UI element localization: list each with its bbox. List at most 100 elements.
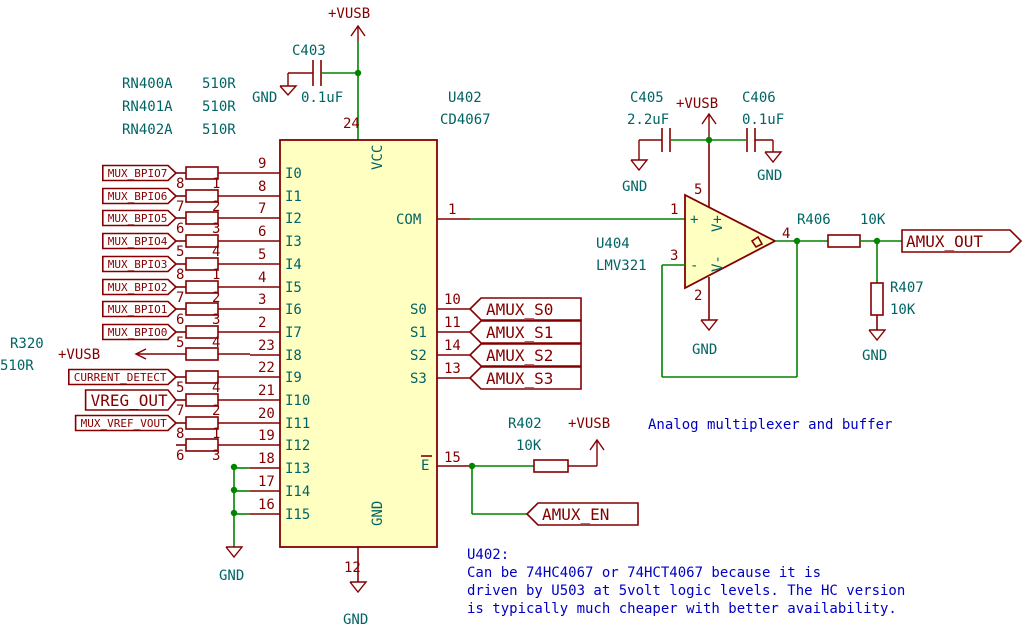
- select-net-label: AMUX_S2: [486, 346, 553, 365]
- rn-pin-left: 7: [176, 403, 184, 419]
- junction-dot: [230, 509, 238, 517]
- decoupling-caps: C405 2.2uF C406 0.1uF +VUSB GND GND: [622, 90, 784, 195]
- gnd-icon: [225, 546, 244, 559]
- rn-pin-right: 1: [212, 176, 220, 192]
- rn-pin-right: 2: [212, 199, 220, 215]
- mux-pin-name: I2: [285, 211, 302, 227]
- r407-value: 10K: [890, 302, 916, 318]
- mux-pin-number: 20: [258, 406, 275, 422]
- net-flag: [74, 414, 178, 432]
- net-label: MUX_VREF_VOUT: [81, 417, 167, 430]
- mux-pin-name: I12: [285, 438, 310, 454]
- u402-enable-label: E: [421, 458, 429, 474]
- u402-vcc-pin: 24: [343, 116, 360, 132]
- u402-body: [279, 139, 438, 548]
- mux-pin-name: I8: [285, 348, 302, 364]
- r402-ref: R402: [508, 416, 542, 432]
- rn-pin-left: 8: [176, 267, 184, 283]
- r320-value: 510R: [0, 358, 34, 374]
- mux-pin-number: 22: [258, 360, 275, 376]
- gnd-icon: [700, 319, 719, 332]
- opamp-ref: U404: [596, 236, 630, 252]
- gnd-icon: [349, 581, 368, 594]
- net-label: MUX_BPIO5: [108, 212, 168, 225]
- net-label: MUX_BPIO0: [108, 326, 168, 339]
- r320-ref: R320: [10, 336, 44, 352]
- vusb-arrow-icon: [350, 24, 366, 37]
- net-flag: [102, 209, 178, 227]
- opamp-vusb-label: +VUSB: [676, 96, 718, 112]
- u402-note-line: U402:: [467, 547, 509, 563]
- vusb-arrow-icon: [589, 438, 605, 451]
- opamp-in-plus-pin: 1: [670, 202, 678, 218]
- amux-out-label: AMUX_OUT: [906, 232, 983, 251]
- mux-pin-name: I10: [285, 393, 310, 409]
- net-flag: [102, 323, 178, 341]
- opamp-vplus-label: V+: [710, 215, 726, 232]
- u402-gnd-pin: 12: [344, 560, 361, 576]
- rn402a-ref: RN402A: [122, 122, 173, 138]
- rn402a-value: 510R: [202, 122, 236, 138]
- c403-group: +VUSB C403 0.1uF GND: [252, 6, 370, 140]
- mux-select-name: S0: [410, 302, 427, 318]
- rn-pin-right: 2: [212, 403, 220, 419]
- junction-dot: [793, 237, 801, 245]
- unused-inputs-gnd: GND: [219, 463, 244, 584]
- u402-gnd-label: GND: [370, 501, 386, 526]
- r407-body: [870, 282, 884, 316]
- mux-pin-number: 23: [258, 338, 275, 354]
- select-net-label: AMUX_S1: [486, 323, 553, 342]
- gnd-icon: [868, 329, 887, 342]
- r406-value: 10K: [860, 212, 886, 228]
- r402-body: [533, 459, 569, 473]
- mux-select-pin: 13: [444, 361, 461, 377]
- rn-pin-right: 4: [212, 335, 220, 351]
- net-flag: [68, 368, 178, 386]
- mux-pin-number: 9: [258, 156, 266, 172]
- opamp-plus-label: +: [690, 212, 698, 228]
- mux-pin-number: 6: [258, 224, 266, 240]
- mux-pin-name: I11: [285, 416, 310, 432]
- r406-body: [827, 234, 861, 248]
- select-net-label: AMUX_S0: [486, 300, 553, 319]
- rn-pin-right: 2: [212, 290, 220, 306]
- net-label: MUX_BPIO3: [108, 258, 168, 271]
- rn400a-ref: RN400A: [122, 76, 173, 92]
- u402-ref: U402: [448, 90, 482, 106]
- mux-pin-number: 2: [258, 315, 266, 331]
- net-label: MUX_BPIO1: [108, 303, 168, 316]
- r402-value: 10K: [516, 438, 542, 454]
- mux-pin-number: 8: [258, 179, 266, 195]
- opamp-vminus-label: V-: [710, 255, 726, 272]
- rn-pin-left: 5: [176, 335, 184, 351]
- mux-pin-number: 3: [258, 292, 266, 308]
- net-flag: [84, 389, 178, 411]
- u402-note-line: Can be 74HC4067 or 74HCT4067 because it …: [467, 565, 821, 581]
- c406-ref: C406: [742, 90, 776, 106]
- r407-gnd-label: GND: [862, 348, 887, 364]
- c403-gnd-label: GND: [252, 90, 277, 106]
- select-net-flag: [468, 297, 582, 321]
- mux-pin-name: I9: [285, 370, 302, 386]
- select-net-flag: [468, 343, 582, 367]
- rn-pin-left: 7: [176, 290, 184, 306]
- mux-pin-name: I5: [285, 280, 302, 296]
- mux-pin-name: I4: [285, 257, 302, 273]
- rn-pin-left: 6: [176, 312, 184, 328]
- u402-com-pin: 1: [448, 202, 456, 218]
- mux-pin-name: I1: [285, 189, 302, 205]
- u402-vcc-label: VCC: [370, 145, 386, 170]
- mux-pin-name: I0: [285, 166, 302, 182]
- net-label: MUX_BPIO6: [108, 190, 168, 203]
- rn401a-ref: RN401A: [122, 99, 173, 115]
- rn-pin-left: 7: [176, 199, 184, 215]
- gnd-icon: [764, 151, 783, 164]
- rn-pin-left: 8: [176, 426, 184, 442]
- vusb-top-label: +VUSB: [328, 6, 370, 22]
- mux-pin-number: 19: [258, 428, 275, 444]
- u402-enable-pin: 15: [444, 450, 461, 466]
- rn-pin-left: 5: [176, 244, 184, 260]
- schematic-title-note: Analog multiplexer and buffer: [648, 417, 892, 433]
- c406-value: 0.1uF: [742, 112, 784, 128]
